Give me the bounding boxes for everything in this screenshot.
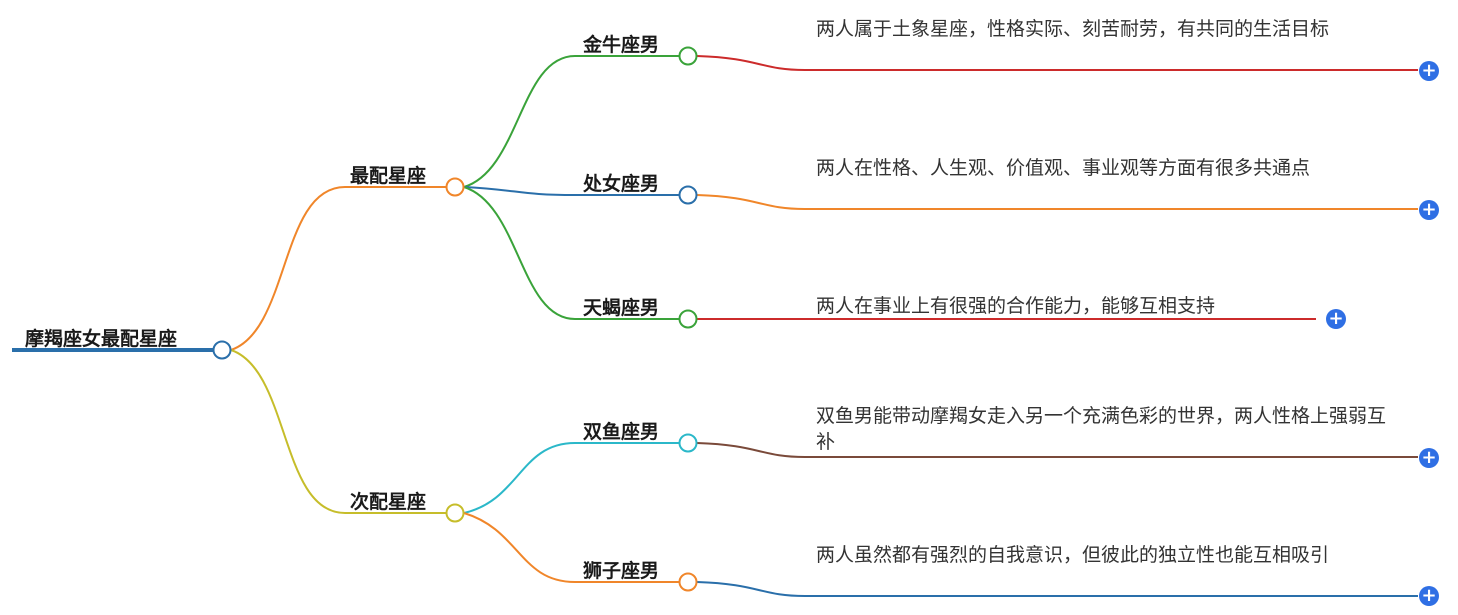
link-best-taurus — [463, 55, 679, 188]
expand-taurus-plus-icon[interactable]: + — [1419, 61, 1439, 81]
link-best-scorpio — [463, 186, 679, 320]
link-virgo-desc — [696, 194, 1418, 210]
second-node-circle[interactable] — [445, 503, 465, 523]
link-pisces-desc — [696, 442, 1418, 458]
node-virgo-label[interactable]: 处女座男 — [583, 173, 660, 195]
taurus-node-circle[interactable] — [678, 46, 698, 66]
link-root-second — [230, 349, 447, 514]
virgo-node-circle[interactable] — [678, 185, 698, 205]
desc-leo: 两人虽然都有强烈的自我意识，但彼此的独立性也能互相吸引 — [816, 544, 1330, 566]
scorpio-node-circle[interactable] — [678, 309, 698, 329]
link-taurus-desc — [696, 55, 1418, 71]
desc-taurus: 两人属于土象星座，性格实际、刻苦耐劳，有共同的生活目标 — [816, 18, 1330, 40]
expand-virgo-plus-icon[interactable]: + — [1419, 200, 1439, 220]
node-scorpio-label[interactable]: 天蝎座男 — [583, 297, 660, 319]
link-best-virgo — [463, 186, 679, 196]
link-second-pisces — [463, 442, 679, 514]
node-taurus-label[interactable]: 金牛座男 — [583, 34, 660, 56]
root-topic[interactable]: 摩羯座女最配星座 — [25, 328, 178, 350]
best-node-circle[interactable] — [445, 177, 465, 197]
branch-second-label[interactable]: 次配星座 — [350, 491, 427, 513]
desc-virgo: 两人在性格、人生观、价值观、事业观等方面有很多共通点 — [816, 157, 1311, 179]
leo-node-circle[interactable] — [678, 572, 698, 592]
desc-scorpio: 两人在事业上有很强的合作能力，能够互相支持 — [816, 295, 1216, 317]
expand-leo-plus-icon[interactable]: + — [1419, 586, 1439, 606]
link-root-best — [230, 186, 447, 351]
desc-pisces: 双鱼男能带动摩羯女走入另一个充满色彩的世界，两人性格上强弱互补 — [816, 405, 1387, 453]
node-pisces-label[interactable]: 双鱼座男 — [583, 421, 660, 443]
expand-pisces-plus-icon[interactable]: + — [1419, 448, 1439, 468]
branch-best-label[interactable]: 最配星座 — [350, 165, 427, 187]
link-leo-desc — [696, 581, 1418, 597]
expand-scorpio-plus-icon[interactable]: + — [1326, 309, 1346, 329]
root-node-circle[interactable] — [212, 340, 232, 360]
node-leo-label[interactable]: 狮子座男 — [583, 560, 660, 582]
pisces-node-circle[interactable] — [678, 433, 698, 453]
link-second-leo — [463, 512, 679, 583]
